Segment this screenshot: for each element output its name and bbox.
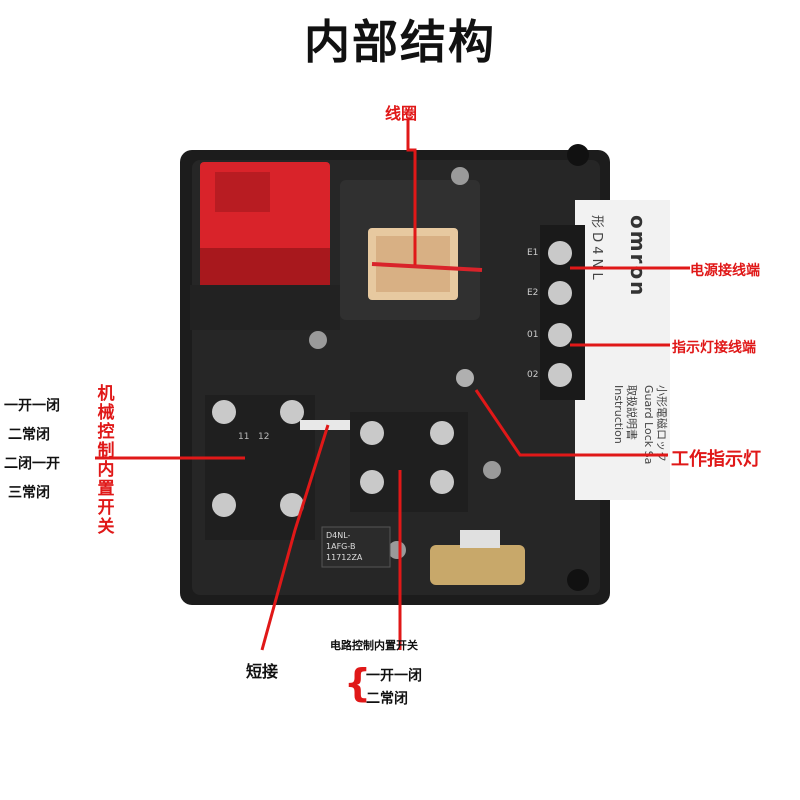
cable-gland	[430, 545, 525, 585]
mech-option-1: 一开一闭	[4, 398, 60, 414]
terminal-label-e1: E1	[527, 248, 539, 258]
mech-option-3: 二闭一开	[4, 456, 60, 472]
terminal-label-02: 02	[527, 370, 539, 380]
label-short-link: 短接	[246, 662, 279, 681]
label-power-terminal: 电源接线端	[690, 263, 760, 279]
brace-icon: {	[344, 661, 372, 705]
contact-label-12: 12	[258, 432, 270, 442]
mech-option-4: 三常闭	[8, 485, 50, 501]
model-sticker	[321, 526, 391, 568]
label-mechanical-switch: 机械控制内置开关	[97, 384, 115, 537]
model-line3: 11712ZA	[326, 553, 363, 562]
circuit-option-1: 一开一闭	[366, 668, 422, 684]
circuit-option-2: 二常闭	[366, 691, 408, 707]
model-line1: D4NL-	[326, 531, 351, 540]
label-indicator-terminal: 指示灯接线端	[672, 340, 756, 356]
mech-option-2: 二常闭	[8, 427, 50, 443]
contact-label-11: 11	[238, 432, 250, 442]
short-link-wire	[300, 420, 352, 430]
label-coil: 线圈	[385, 104, 418, 123]
terminal-label-e2: E2	[527, 288, 539, 298]
terminal-label-01: 01	[527, 330, 539, 340]
model-text: D4NL- 1AFG-B 11712ZA	[326, 530, 362, 563]
label-work-light: 工作指示灯	[671, 449, 761, 470]
page-title: 内部结构	[304, 15, 496, 69]
side-label-panel	[575, 200, 670, 500]
label-circuit-switch: 电路控制内置开关	[330, 639, 418, 652]
model-line2: 1AFG-B	[326, 542, 356, 551]
